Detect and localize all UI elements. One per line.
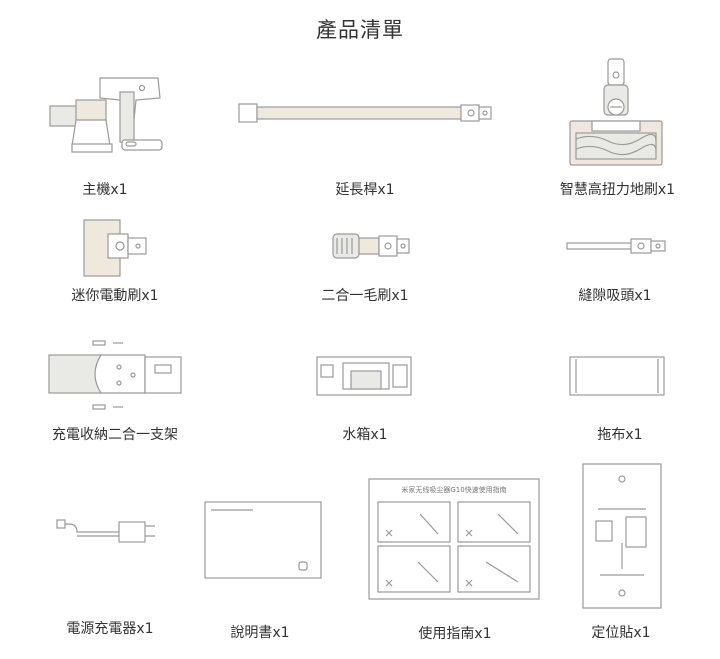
page-title: 產品清單	[316, 18, 404, 42]
label-power-adapter: 電源充電器x1	[66, 621, 154, 637]
two-in-one-brush-illustration	[332, 233, 410, 259]
label-charging-stand: 充電收納二合一支架	[52, 427, 178, 443]
label-user-manual: 說明書x1	[230, 625, 290, 641]
floor-brush-illustration	[569, 58, 663, 166]
mini-brush-illustration	[83, 219, 147, 277]
main-unit-illustration	[49, 77, 163, 153]
user-guide-heading: 米家无线吸尘器G10快速使用指南	[401, 486, 507, 494]
mop-cloth-illustration	[569, 356, 665, 396]
extension-tube-illustration	[238, 103, 492, 123]
water-tank-illustration	[316, 356, 412, 396]
charging-stand-illustration	[48, 340, 182, 410]
label-two-in-one-brush: 二合一毛刷x1	[321, 288, 409, 304]
label-crevice-tool: 縫隙吸頭x1	[578, 288, 652, 304]
label-position-sticker: 定位貼x1	[591, 625, 651, 641]
position-sticker-illustration	[582, 463, 662, 609]
user-manual-illustration	[204, 501, 322, 579]
crevice-tool-illustration	[566, 238, 666, 254]
label-water-tank: 水箱x1	[342, 427, 388, 443]
user-guide-illustration	[368, 478, 540, 600]
label-main-unit: 主機x1	[82, 182, 128, 198]
label-mini-brush: 迷你電動刷x1	[71, 288, 159, 304]
label-mop-cloth: 拖布x1	[597, 427, 643, 443]
label-extension-tube: 延長桿x1	[335, 182, 395, 198]
power-adapter-illustration	[56, 519, 155, 543]
label-floor-brush: 智慧高扭力地刷x1	[559, 182, 676, 198]
label-user-guide: 使用指南x1	[418, 626, 492, 642]
